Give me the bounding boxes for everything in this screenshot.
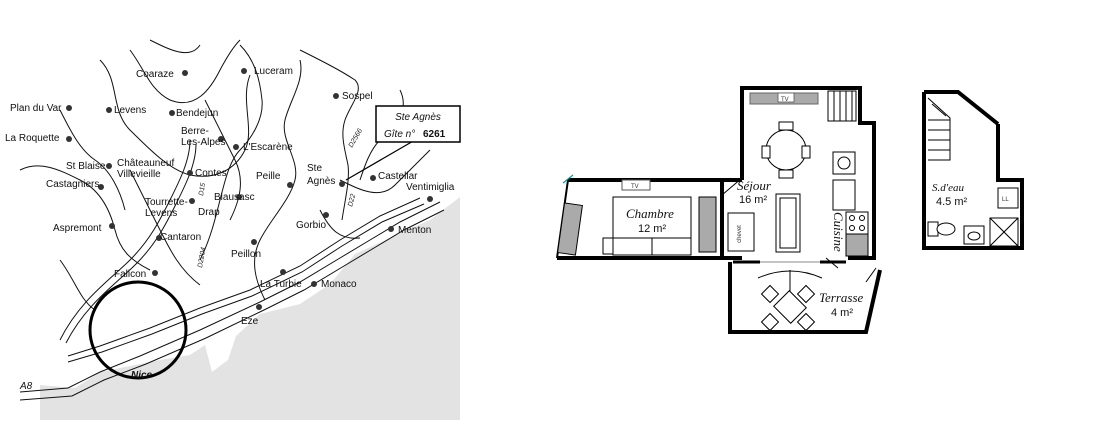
town-label: Coaraze — [136, 69, 174, 80]
town-label: Agnès — [307, 176, 335, 187]
town-label: Châteauneuf — [117, 158, 174, 169]
town-label: Plan du Var — [10, 103, 62, 114]
bathroom-stairs — [927, 97, 951, 161]
callout-line2: Gîte n° — [384, 129, 415, 140]
tv-label: TV — [781, 97, 789, 103]
town-label: Blausasc — [214, 192, 255, 203]
road-number: D22 — [347, 193, 357, 207]
bed — [602, 196, 692, 256]
town-label: Monaco — [321, 279, 357, 290]
town-label: St Blaise — [66, 161, 106, 172]
town-label: Tourrette- — [145, 197, 188, 208]
town-label: Les-Alpes — [181, 137, 225, 148]
town-label: Ventimiglia — [406, 182, 455, 193]
town-label: Contes — [195, 168, 227, 179]
town-label-nice: Nice — [131, 370, 153, 381]
town-label: Menton — [398, 225, 431, 236]
town-label: Peillon — [231, 249, 261, 260]
town-label: Cantaron — [160, 232, 201, 243]
town-label: Eze — [241, 316, 259, 327]
staircase — [827, 90, 857, 122]
town-label: Ste — [307, 163, 322, 174]
floor-plan: TV — [556, 86, 1024, 334]
road-label-a8: A8 — [19, 381, 33, 392]
room-area-chambre: 12 m² — [638, 223, 666, 235]
town-markers — [66, 68, 433, 310]
town-label: Castagniers — [46, 179, 99, 190]
gite-callout: Ste Agnès Gîte n° 6261 — [345, 105, 461, 181]
terrace-table — [757, 270, 823, 332]
town-label: Gorbio — [296, 220, 326, 231]
room-label-chambre: Chambre — [626, 206, 674, 221]
callout-number: 6261 — [423, 129, 446, 140]
room-area-terrasse: 4 m² — [831, 307, 853, 319]
callout-line1: Ste Agnès — [395, 112, 441, 123]
town-label: Villevieille — [117, 169, 161, 180]
room-label-sdeau: S.d'eau — [932, 182, 964, 194]
sea-area — [40, 197, 460, 420]
town-label: Berre- — [181, 126, 209, 137]
room-area-sdeau: 4.5 m² — [936, 196, 968, 208]
town-label: Sospel — [342, 91, 373, 102]
town-label: Peille — [256, 171, 281, 182]
town-labels: Coaraze Luceram Sospel Plan du Var Leven… — [5, 66, 455, 392]
tv-label: TV — [631, 184, 639, 190]
kitchen-units — [832, 151, 869, 257]
room-label-sejour: Séjour — [737, 178, 772, 193]
nightstand-label: chevet — [737, 225, 743, 243]
map: Ste Agnès Gîte n° 6261 — [5, 39, 461, 420]
room-label-cuisine: Cuisine — [831, 212, 846, 252]
town-label: La Roquette — [5, 133, 60, 144]
nice-circle — [88, 280, 188, 380]
town-label: Bendejun — [176, 108, 218, 119]
bathroom-fixtures — [927, 217, 1019, 247]
town-label: Luceram — [254, 66, 293, 77]
town-label: Falicon — [114, 269, 146, 280]
road-number: D2566 — [348, 128, 364, 149]
washer-label: LL — [1002, 197, 1009, 203]
roads — [19, 39, 445, 401]
town-label: Aspremont — [53, 223, 102, 234]
town-label: L'Escarène — [243, 142, 293, 153]
town-label: Levens — [114, 105, 146, 116]
room-label-terrasse: Terrasse — [819, 290, 864, 305]
town-label: La Turbie — [260, 279, 302, 290]
road-number: D15 — [198, 182, 207, 196]
dining-table — [761, 121, 811, 179]
town-label: Levens — [145, 208, 177, 219]
town-label: Drap — [198, 207, 220, 218]
road-number: D2204 — [197, 247, 207, 269]
town-label: Castellar — [378, 171, 418, 182]
room-area-sejour: 16 m² — [739, 194, 767, 206]
sofa — [775, 193, 801, 253]
